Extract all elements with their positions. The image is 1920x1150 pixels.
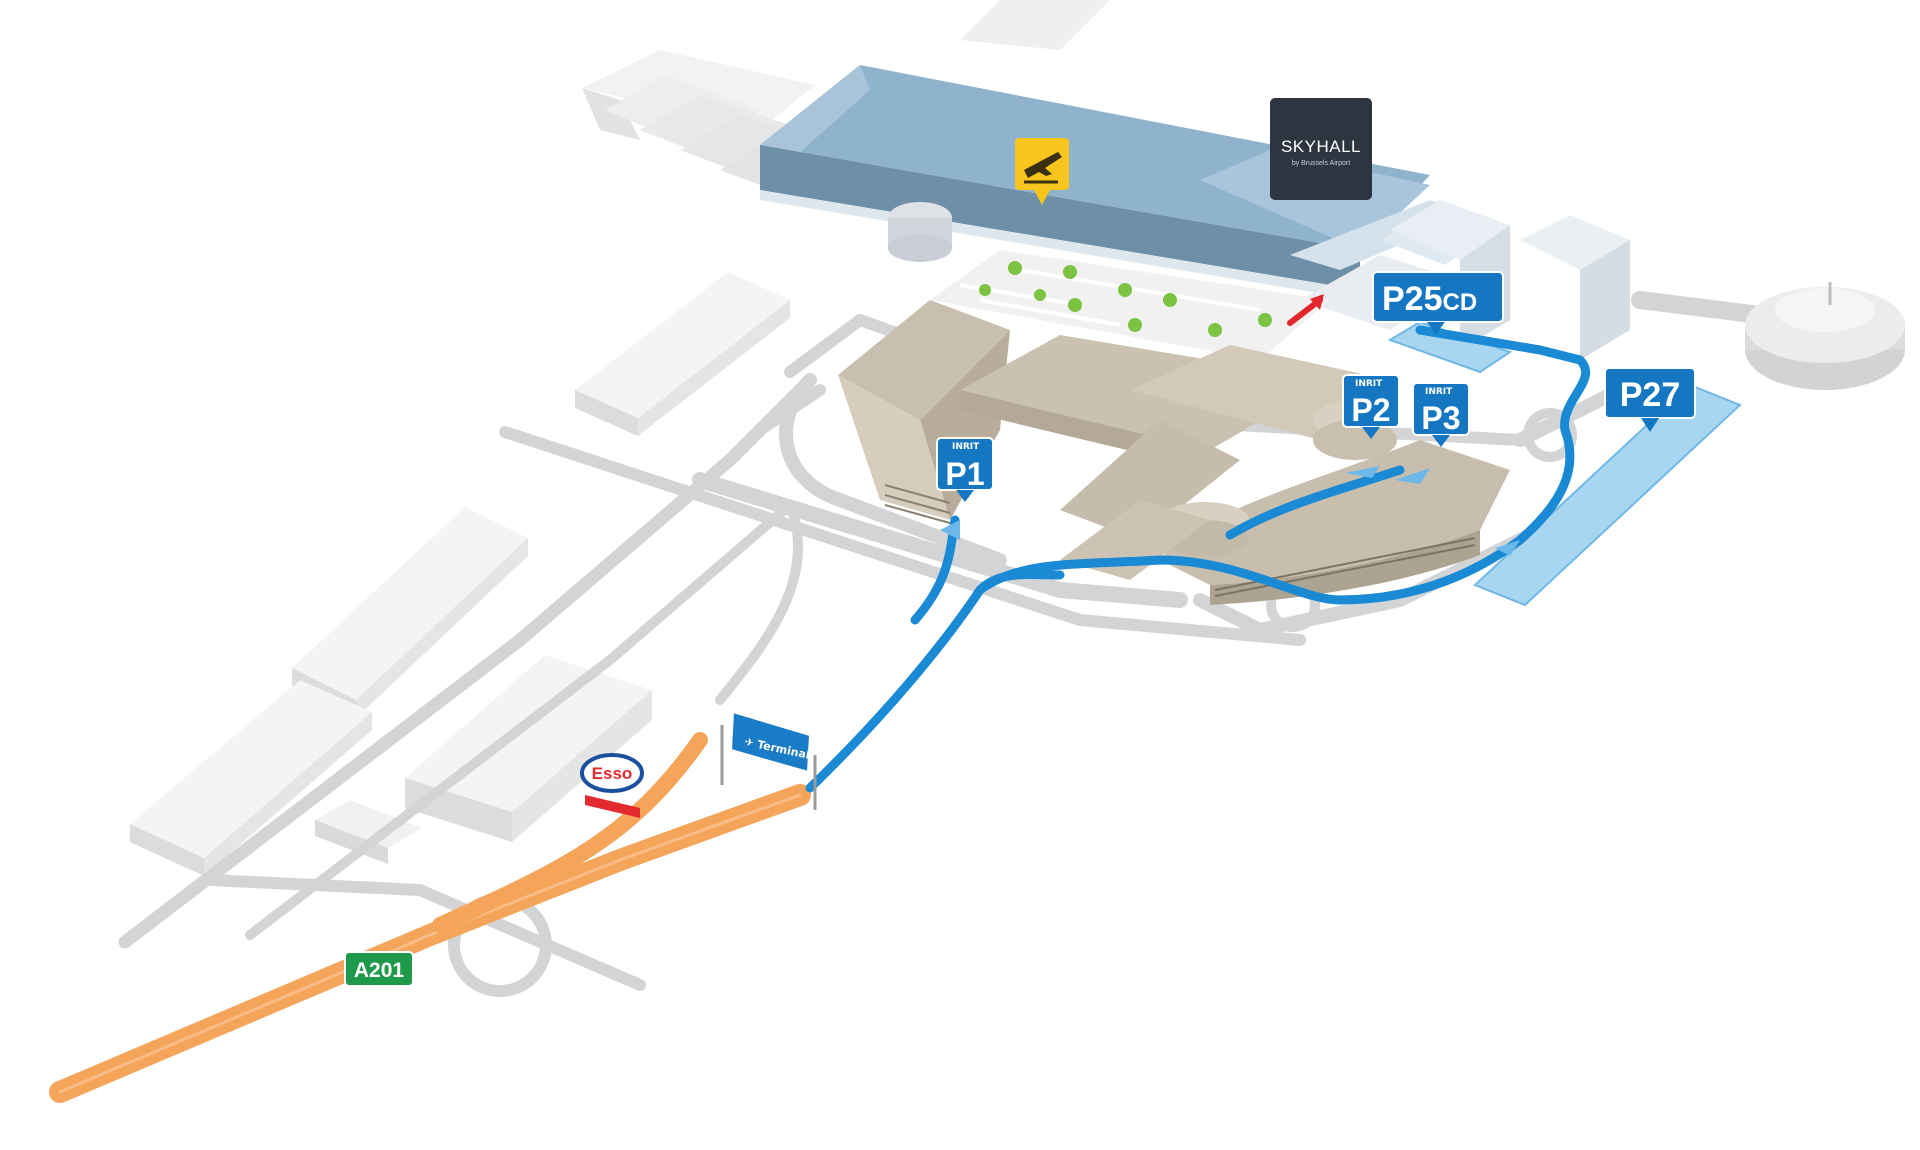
svg-text:A201: A201 <box>354 959 405 982</box>
parking-pin-p2[interactable]: INRIT P2 <box>1342 374 1400 439</box>
forecourt-piazza <box>930 250 1330 360</box>
rotunda-building <box>1745 282 1905 390</box>
esso-logo-text: Esso <box>592 764 633 783</box>
parking-pin-p27[interactable]: P27 <box>1604 367 1696 432</box>
parking-pin-p25-label: P25CD <box>1382 280 1477 318</box>
parking-pin-p25cd[interactable]: P25CD <box>1372 271 1504 334</box>
parking-pin-p1-label: P1 <box>945 456 984 492</box>
parking-pin-p25-suffix: CD <box>1443 289 1478 316</box>
direction-signpost: ✈ Terminal <box>720 710 817 810</box>
parking-pin-p3-label: P3 <box>1421 400 1460 436</box>
road-network <box>118 291 1809 997</box>
airplane-departure-icon <box>1024 152 1062 184</box>
industrial-buildings <box>130 272 790 876</box>
skyhall-badge[interactable]: SKYHALL by Brussels Airport <box>1270 98 1372 200</box>
terminal-building <box>760 65 1630 360</box>
parking-pin-p1-sublabel: INRIT <box>952 442 980 452</box>
parking-pin-p3-sublabel: INRIT <box>1425 387 1453 397</box>
parking-pin-p27-label: P27 <box>1620 376 1681 414</box>
esso-station: Esso <box>580 753 644 818</box>
parking-pin-p2-sublabel: INRIT <box>1355 379 1383 389</box>
road-badge-a201: A201 <box>344 951 414 987</box>
parking-pin-p2-label: P2 <box>1351 392 1390 428</box>
skyhall-name: SKYHALL <box>1281 137 1361 156</box>
route-arrows <box>940 466 1520 556</box>
departures-pin[interactable] <box>1015 138 1069 205</box>
red-arrow-icon <box>1287 294 1324 326</box>
skyhall-subtitle: by Brussels Airport <box>1292 160 1350 167</box>
motorway-a201 <box>49 732 811 1103</box>
parking-pin-p3[interactable]: INRIT P3 <box>1412 382 1470 447</box>
parking-pin-p1[interactable]: INRIT P1 <box>936 437 994 502</box>
